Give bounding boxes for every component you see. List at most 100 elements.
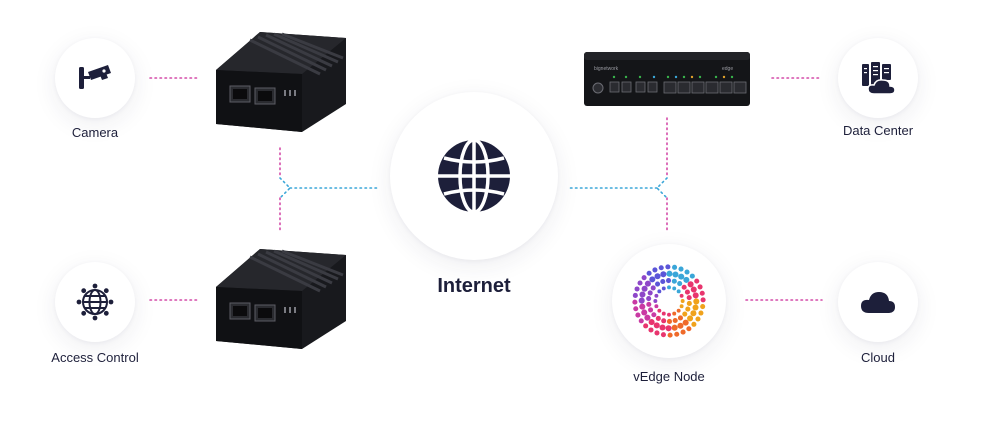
vedge-logo-dot [680, 299, 685, 303]
vedge-logo-dot [695, 316, 701, 322]
data-center-node [838, 38, 918, 118]
vedge-logo-dot [665, 264, 671, 270]
access-control-node [55, 262, 135, 342]
vedge-logo-dot [691, 321, 697, 327]
vedge-logo-dot [639, 303, 646, 310]
network-globe-icon [76, 283, 114, 321]
vedge-logo-dot [676, 289, 681, 294]
vedge-logo-dot [671, 278, 677, 284]
vedge-logo-dot [661, 311, 666, 316]
vedge-logo-dot [667, 332, 673, 338]
mini-gateway-device-top [216, 32, 346, 132]
vedge-logo-dot [678, 273, 685, 280]
cloud-node [838, 262, 918, 342]
vedge-logo-dot [677, 322, 684, 329]
vedge-logo-dot [638, 318, 644, 324]
access-control-label: Access Control [51, 350, 139, 365]
vedge-logo-dot [684, 289, 690, 295]
vedge-logo-dot [641, 285, 648, 292]
data-center-label: Data Center [842, 123, 914, 138]
camera-node [55, 38, 135, 118]
vedge-logo-dot [641, 309, 648, 316]
mini-gateway-device-bottom [216, 249, 346, 349]
vedge-node [612, 244, 726, 358]
vedge-logo-dot [690, 286, 697, 293]
vedge-logo-dot [635, 312, 641, 318]
vedge-logo-icon [632, 264, 706, 338]
vedge-label: vEdge Node [633, 369, 705, 384]
vedge-logo-dot [677, 280, 683, 287]
vedge-logo-dot [660, 271, 667, 278]
vedge-logo-dot [681, 284, 687, 290]
vedge-logo-dot [655, 281, 661, 287]
vedge-logo-dot [677, 315, 683, 321]
vedge-logo-dot [687, 315, 694, 322]
vedge-logo-dot [646, 301, 652, 307]
vedge-logo-dot [641, 275, 647, 281]
vedge-logo-dot [686, 300, 692, 306]
vedge-logo-dot [665, 325, 672, 332]
vedge-logo-dot [648, 307, 654, 313]
vedge-logo-dot [654, 273, 661, 280]
vedge-logo-dot [694, 278, 700, 284]
vedge-logo-dot [661, 286, 666, 291]
vedge-logo-dot [686, 326, 692, 332]
router-model-text: edge [722, 66, 733, 72]
vedge-logo-dot [653, 299, 658, 303]
vedge-logo-dot [655, 315, 661, 322]
vedge-logo-dot [672, 271, 679, 278]
vedge-logo-dot [685, 306, 691, 312]
vedge-logo-dot [654, 304, 659, 309]
vedge-logo-dot [651, 312, 657, 318]
vedge-logo-dot [653, 322, 660, 329]
router-brand-text: bignetwork [594, 66, 619, 72]
vedge-logo-dot [661, 318, 667, 324]
vedge-logo-dot [638, 297, 645, 304]
vedge-logo-dot [649, 276, 656, 283]
vedge-logo-dot [672, 286, 677, 291]
vedge-logo-dot [700, 297, 706, 303]
vedge-logo-dot [644, 280, 651, 287]
vedge-logo-dot [679, 304, 684, 309]
cloud-icon [861, 292, 895, 313]
vedge-logo-dot [666, 270, 673, 277]
vedge-logo-dot [667, 312, 671, 317]
globe-icon [438, 138, 510, 214]
vedge-logo-dot [692, 292, 699, 299]
vedge-logo-dot [647, 290, 653, 296]
vedge-logo-dot [674, 331, 680, 337]
vedge-logo-dot [684, 269, 690, 275]
vedge-logo-dot [637, 280, 643, 286]
camera-label: Camera [71, 125, 119, 140]
vedge-logo-dot [643, 323, 649, 329]
vedge-logo-dot [693, 298, 700, 305]
vedge-logo-dot [648, 327, 654, 333]
vedge-logo-dot [644, 314, 651, 321]
vedge-logo-dot [698, 310, 704, 316]
vedge-logo-dot [672, 317, 678, 324]
vedge-logo-dot [689, 273, 695, 279]
vedge-logo-dot [634, 286, 640, 292]
internet-node [390, 92, 558, 260]
vedge-logo-dot [648, 319, 655, 326]
vedge-logo-dot [654, 330, 660, 336]
vedge-logo-dot [686, 295, 692, 301]
left-junction-line [279, 177, 381, 199]
vedge-logo-dot [683, 276, 690, 283]
vedge-logo-dot [676, 308, 681, 313]
vedge-logo-dot [672, 311, 677, 316]
vedge-logo-dot [652, 267, 658, 273]
vedge-logo-dot [632, 292, 638, 298]
vedge-logo-dot [690, 310, 697, 317]
vedge-logo-dot [639, 291, 646, 298]
vedge-logo-dot [672, 264, 678, 270]
vedge-logo-dot [646, 296, 652, 302]
vedge-logo-dot [658, 265, 664, 271]
vedge-logo-dot [678, 266, 684, 272]
vedge-logo-dot [671, 324, 678, 331]
vedge-logo-dot [633, 306, 639, 312]
vedge-logo-dot [660, 278, 666, 285]
vedge-logo-dot [687, 281, 694, 288]
